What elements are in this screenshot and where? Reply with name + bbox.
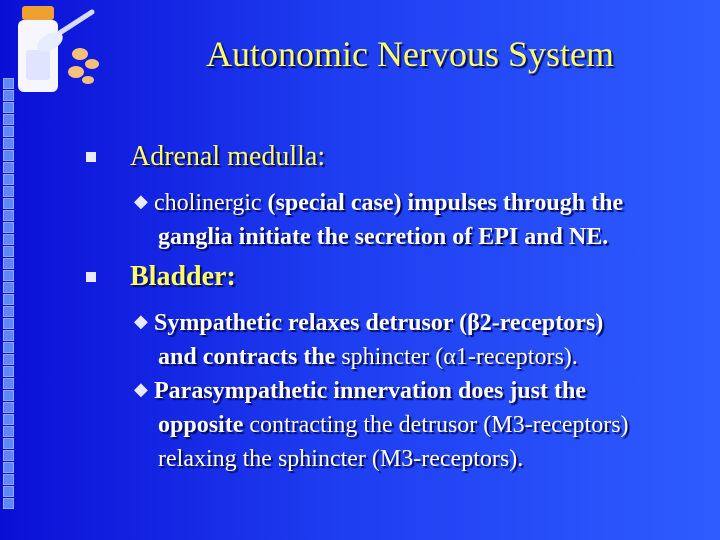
square-bullet-icon	[86, 152, 96, 162]
decorative-square	[3, 474, 14, 485]
decorative-square	[3, 174, 14, 185]
decorative-square	[3, 438, 14, 449]
text-run: opposite	[158, 412, 250, 438]
text-run: relaxing the sphincter (M3-receptors).	[158, 446, 524, 472]
decorative-square	[3, 198, 14, 209]
diamond-bullet-icon: ◆	[134, 191, 148, 212]
decorative-square	[3, 270, 14, 281]
decorative-square	[3, 186, 14, 197]
slide-title: Autonomic Nervous System	[206, 34, 614, 74]
decorative-square	[3, 282, 14, 293]
square-bullet-icon	[86, 272, 96, 282]
text-run: cholinergic	[154, 190, 268, 216]
diamond-bullet-icon: ◆	[134, 379, 148, 400]
text-run: sphincter (α1-receptors).	[341, 344, 578, 370]
decorative-square	[3, 426, 14, 437]
decorative-square	[3, 162, 14, 173]
decorative-square	[3, 366, 14, 377]
text-run: and contracts the	[158, 344, 342, 370]
decorative-square	[3, 210, 14, 221]
decorative-square	[3, 486, 14, 497]
decorative-square	[3, 342, 14, 353]
decorative-square	[3, 498, 14, 509]
decorative-square	[3, 402, 14, 413]
decorative-square	[3, 378, 14, 389]
decorative-square	[3, 246, 14, 257]
decorative-square	[3, 450, 14, 461]
decorative-square	[3, 462, 14, 473]
decorative-square	[3, 258, 14, 269]
decorative-square	[3, 138, 14, 149]
text-run: Sympathetic relaxes detrusor (β2-recepto…	[154, 310, 604, 336]
decorative-square	[3, 150, 14, 161]
decorative-square	[3, 306, 14, 317]
text-run: (special case) impulses through the	[267, 190, 624, 216]
decorative-square	[3, 330, 14, 341]
text-run: contracting the detrusor (M3-receptors)	[249, 412, 629, 438]
sub-bullet-line: ganglia initiate the secretion of EPI an…	[158, 220, 608, 254]
decorative-square	[3, 90, 14, 101]
sub-bullet-line: Parasympathetic innervation does just th…	[154, 374, 586, 408]
medicine-bottle-icon	[18, 6, 99, 92]
text-run: Parasympathetic innervation does just th…	[154, 378, 586, 404]
text-run: ganglia initiate the secretion of EPI an…	[158, 224, 609, 250]
sub-bullet-line: and contracts the sphincter (α1-receptor…	[158, 340, 578, 374]
decorative-square	[3, 234, 14, 245]
decorative-square	[3, 102, 14, 113]
decorative-square	[3, 318, 14, 329]
decorative-square	[3, 354, 14, 365]
decorative-square	[3, 114, 14, 125]
diamond-bullet-icon: ◆	[134, 311, 148, 332]
bullet-heading: Bladder:	[130, 261, 236, 292]
decorative-square	[3, 414, 14, 425]
decorative-square-strip	[3, 78, 19, 518]
bullet-heading: Adrenal medulla:	[130, 141, 326, 172]
sub-bullet-line: opposite contracting the detrusor (M3-re…	[158, 408, 629, 442]
decorative-square	[3, 390, 14, 401]
decorative-square	[3, 294, 14, 305]
decorative-square	[3, 78, 14, 89]
decorative-square	[3, 126, 14, 137]
decorative-square	[3, 222, 14, 233]
sub-bullet-line: Sympathetic relaxes detrusor (β2-recepto…	[154, 306, 603, 340]
sub-bullet-line: cholinergic (special case) impulses thro…	[154, 186, 623, 220]
sub-bullet-line: relaxing the sphincter (M3-receptors).	[158, 442, 523, 476]
